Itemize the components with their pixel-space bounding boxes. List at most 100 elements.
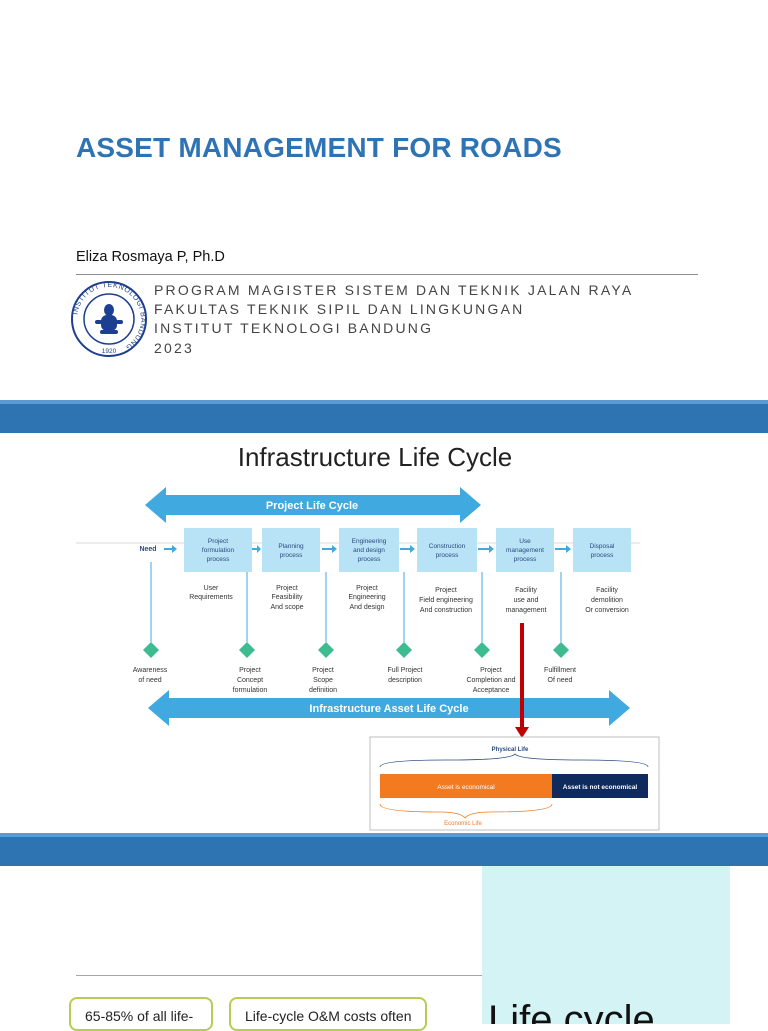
milestone-label: Project [239,667,261,674]
connector-arrow [252,545,261,553]
output-label: Or conversion [585,607,629,614]
output-label: Project [356,585,378,592]
milestone-diamond [396,642,412,658]
svg-text:Planning: Planning [278,543,304,550]
cyan-panel: Life cycle [482,866,730,1024]
process-box: Construction process [417,528,477,572]
milestone-label: Of need [548,677,573,684]
project-life-cycle-label: Project Life Cycle [266,500,358,512]
output-label: Engineering [348,594,385,601]
not-economical-label: Asset is not economical [563,784,638,791]
milestone-diamond [318,642,334,658]
milestone-label: Full Project [387,667,422,674]
svg-text:process: process [436,552,460,559]
cyan-panel-text: Life cycle [488,998,655,1024]
affiliation-line: INSTITUT TEKNOLOGI BANDUNG [154,320,434,336]
output-label: Field engineering [419,597,473,604]
output-label: Facility [596,587,618,594]
asset-life-cycle-label: Infrastructure Asset Life Cycle [309,703,468,715]
milestone-label: Acceptance [473,687,510,694]
milestone-diamond [474,642,490,658]
output-label: use and [514,597,539,604]
info-box: 65-85% of all life- [69,997,213,1031]
connector-arrow [478,545,494,553]
red-arrow-head [515,727,529,738]
info-box: Life-cycle O&M costs often [229,997,427,1031]
milestone-diamond [553,642,569,658]
affiliation-line: FAKULTAS TEKNIK SIPIL DAN LINGKUNGAN [154,301,525,317]
output-label: management [506,607,547,614]
milestone-label: Completion and [466,677,515,684]
svg-text:process: process [207,556,231,563]
output-label: Project [276,585,298,592]
output-label: User [204,585,219,592]
economical-bar [380,774,552,798]
economical-label: Asset is economical [437,784,495,791]
output-label: And scope [270,604,303,611]
svg-text:process: process [358,556,382,563]
author-name: Eliza Rosmaya P, Ph.D [76,249,225,265]
svg-text:Project: Project [208,538,228,545]
svg-text:Engineering: Engineering [352,538,387,545]
slide-divider-band [0,404,768,433]
slide-divider-highlight [0,833,768,837]
red-arrow-shaft [520,623,524,727]
output-label: And design [349,604,384,611]
milestone-diamond [143,642,159,658]
connector-arrow [164,545,177,553]
milestone-label: definition [309,687,337,694]
svg-text:Disposal: Disposal [590,543,615,550]
output-label: And construction [420,607,472,614]
slide-divider-band [0,837,768,866]
milestone-diamond [239,642,255,658]
slide-title: Infrastructure Life Cycle [237,442,513,472]
not-economical-bar [552,774,648,798]
connector-arrow [400,545,415,553]
slide-divider-highlight [0,400,768,404]
output-label: Project [435,587,457,594]
divider-line [76,975,482,976]
physical-life-brace [379,753,649,768]
milestone-label: Fulfillment [544,667,576,674]
need-label: Need [139,546,156,553]
milestone-label: Project [480,667,502,674]
process-box: Project formulation process [184,528,252,572]
svg-text:Use: Use [519,538,531,545]
output-label: Facility [515,587,537,594]
milestone-label: Scope [313,677,333,684]
output-label: Feasibility [271,594,303,601]
output-label: demolition [591,597,623,604]
economic-life-brace [379,803,553,819]
output-label: Requirements [189,594,233,601]
economic-life-label: Economic Life [444,821,482,827]
svg-text:process: process [591,552,615,559]
process-box: Engineering and design process [339,528,399,572]
process-box: Disposal process [573,528,631,572]
process-box: Use management process [496,528,554,572]
svg-text:and design: and design [353,547,385,554]
physical-life-label: Physical Life [492,747,529,753]
milestone-label: Awareness [133,667,168,674]
asset-life-cycle-arrow [148,690,630,726]
connector-arrow [555,545,571,553]
svg-text:Construction: Construction [429,543,466,550]
presentation-title: ASSET MANAGEMENT FOR ROADS [76,132,562,163]
affiliation-line: PROGRAM MAGISTER SISTEM DAN TEKNIK JALAN… [154,282,634,298]
svg-text:formulation: formulation [202,547,235,554]
connector-arrow [322,545,337,553]
affiliation-year: 2023 [154,340,194,356]
milestone-label: description [388,677,422,684]
milestone-label: Concept [237,677,263,684]
svg-text:management: management [506,547,544,554]
milestone-label: formulation [233,687,268,694]
itb-logo: INSTITUT TEKNOLOGI BANDUNG 1920 [70,280,147,357]
process-box: Planning process [262,528,320,572]
divider-line [76,274,698,275]
milestone-label: of need [138,677,161,684]
svg-text:process: process [280,552,304,559]
logo-year: 1920 [102,348,117,355]
project-life-cycle-arrow [145,487,481,523]
milestone-label: Project [312,667,334,674]
svg-text:process: process [514,556,538,563]
